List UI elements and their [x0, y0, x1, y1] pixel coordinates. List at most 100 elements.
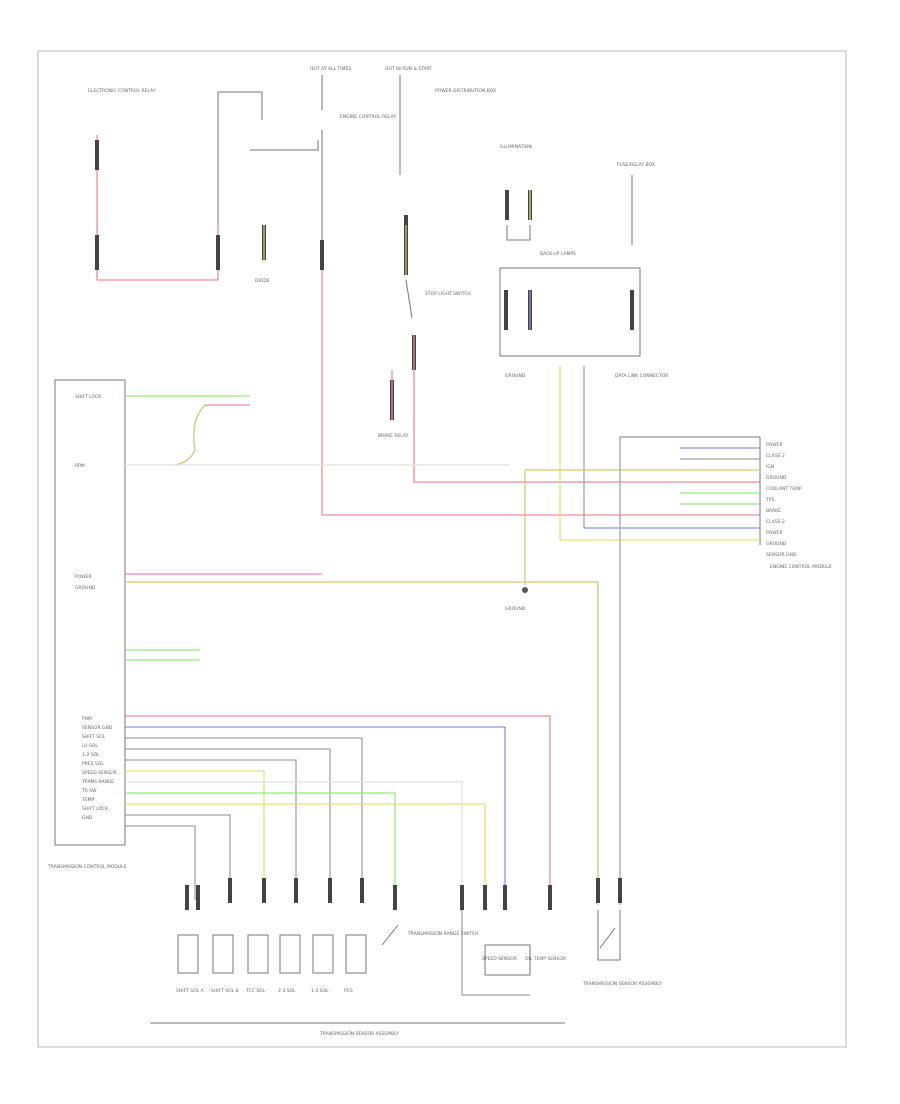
solenoid-label-1: SHIFT SOL B [211, 988, 239, 994]
connector-illum-1 [505, 190, 509, 220]
solenoid-6 [345, 934, 367, 974]
stop-light-label: STOP LIGHT SWITCH [425, 291, 471, 297]
wire-bottom-red [125, 715, 551, 905]
solenoid-1 [177, 934, 199, 974]
connector-fuse-box [630, 290, 634, 330]
bconn-7 [360, 878, 364, 903]
tcm-bpin-9: TEMP [81, 797, 94, 803]
top-power-label-1: HOT AT ALL TIMES [310, 66, 351, 72]
tcm-bpin-1: SENSOR GND [82, 725, 113, 731]
oil-temp-label: OIL TEMP SENSOR [525, 956, 566, 962]
tcm-module: TRANSMISSION CONTROL MODULE SHIFT LOCK R… [47, 379, 598, 870]
illumination-label: ILLUMINATION [500, 144, 532, 150]
fuse-box-label: FUSE/RELAY BOX [617, 162, 655, 168]
bconn-13 [596, 878, 600, 903]
trans-switch-loop [597, 910, 621, 961]
connector-left-3 [216, 235, 220, 270]
bconn-3 [228, 878, 232, 903]
trans-sensor-label: TRANSMISSION SENSOR ASSEMBLY [582, 981, 662, 987]
right-relay-box: ILLUMINATION BACK-UP LAMPS FUSE/RELAY BO… [499, 144, 668, 540]
ecm-relay-label: ENGINE CONTROL RELAY [340, 114, 396, 120]
harness-label: TRANSMISSION SENSOR ASSEMBLY [319, 1031, 399, 1037]
right-label-9: GROUND [766, 541, 787, 547]
trans-range-label: TRANSMISSION RANGE SWITCH [407, 931, 478, 937]
right-label-1: CLASS 2 [766, 453, 785, 459]
left-relay-section: ELECTRONIC CONTROL RELAY DIODE ENGINE CO… [88, 88, 396, 284]
tcm-bpin-2: SHIFT SOL [82, 734, 106, 740]
tcm-bpin-6: SPEED SENSOR [82, 770, 117, 776]
trans-switch-blade [599, 927, 616, 949]
ground-label-mid: GROUND [505, 606, 526, 612]
solenoid-4 [279, 934, 301, 974]
speed-sensor-box [484, 944, 531, 976]
solenoid-row: SHIFT SOL A SHIFT SOL B TCC SOL 2-3 SOL … [176, 934, 367, 994]
tcm-bpin-0: PWR [82, 716, 92, 722]
connector-left-1 [95, 140, 99, 170]
bottom-connectors [185, 878, 622, 910]
connector-left-2 [95, 235, 99, 270]
solenoid-3 [247, 934, 269, 974]
power-dist-label: POWER DISTRIBUTION BOX [435, 88, 496, 94]
solenoid-5 [312, 934, 334, 974]
top-power-label-2: HOT IN RUN & START [385, 66, 433, 72]
tcm-bpin-10: SHIFT LOCK [82, 806, 109, 812]
wire-bottom-yellow-1 [125, 770, 265, 900]
ground-point [522, 587, 528, 593]
back-up-label: BACK-UP LAMPS [540, 251, 576, 257]
wire-bottom-green [125, 792, 396, 900]
tcm-bpin-11: GND [82, 815, 93, 821]
left-fuse-block-label: ELECTRONIC CONTROL RELAY [88, 88, 156, 94]
tcm-bpin-3: LU SOL [82, 743, 98, 749]
tcm-pin-18: GROUND [75, 585, 96, 591]
bconn-12 [548, 885, 552, 910]
bottom-harness [125, 437, 621, 905]
connector-fuse-1 [320, 240, 324, 270]
tcm-pin-0: SHIFT LOCK [75, 394, 102, 400]
data-link-label: DATA LINK CONNECTOR [615, 373, 668, 379]
bconn-11 [503, 885, 507, 910]
wire-bottom-gray-3 [125, 759, 297, 900]
tcm-bpin-5: PRES SOL [82, 761, 104, 767]
right-label-0: POWER [766, 442, 783, 448]
relay-switch-line [250, 140, 319, 151]
relay-wire [217, 91, 263, 225]
solenoid-label-2: TCC SOL [245, 988, 266, 994]
right-label-3: GROUND [766, 475, 787, 481]
bconn-8 [393, 885, 397, 910]
tcm-pin-6: RPM [75, 463, 85, 469]
wire-bottom-blue [125, 726, 506, 905]
solenoid-label-4: 1-2 SOL [311, 988, 329, 994]
wire-stop-red [413, 335, 760, 483]
bconn-9 [460, 885, 464, 910]
wire-bottom-gray-5 [125, 825, 196, 900]
speed-sensor-label: SPEED SENSOR [482, 956, 517, 962]
right-label-4: COOLANT TEMP [766, 486, 802, 492]
tcm-outline [54, 379, 125, 846]
solenoid-label-5: PCS [344, 988, 353, 994]
wire-bottom-gray-1 [125, 737, 363, 900]
wire-bottom-yellow-2 [125, 803, 486, 900]
tcm-bpin-8: TR SW [81, 788, 97, 794]
solenoid-label-3: 2-3 SOL [278, 988, 296, 994]
right-module-label: ENGINE CONTROL MODULE [770, 564, 832, 570]
bconn-14 [618, 878, 622, 903]
bconn-10 [483, 885, 487, 910]
right-label-10: SENSOR GND [766, 552, 797, 558]
diode-label: DIODE [255, 278, 270, 284]
solenoid-label-0: SHIFT SOL A [176, 988, 205, 994]
right-label-8: POWER [766, 530, 783, 536]
wire-bottom-lightgray [125, 781, 463, 900]
tcm-bpin-7: TRANS RANGE [81, 779, 114, 785]
brake-relay-label: BRAKE RELAY [378, 433, 409, 439]
stop-switch-blade [405, 279, 413, 319]
wire-bottom-gray-2 [125, 748, 331, 900]
tcm-bpin-4: 1-2 SOL [82, 752, 100, 758]
tcm-title: TRANSMISSION CONTROL MODULE [47, 864, 127, 870]
wire-bottom-gray-4 [125, 814, 231, 900]
right-label-2: IGN [766, 464, 774, 470]
diagram-frame [37, 50, 847, 1048]
right-connector-block: POWER CLASS 2 IGN GROUND COOLANT TEMP TP… [525, 436, 832, 570]
solenoid-2 [212, 934, 234, 974]
